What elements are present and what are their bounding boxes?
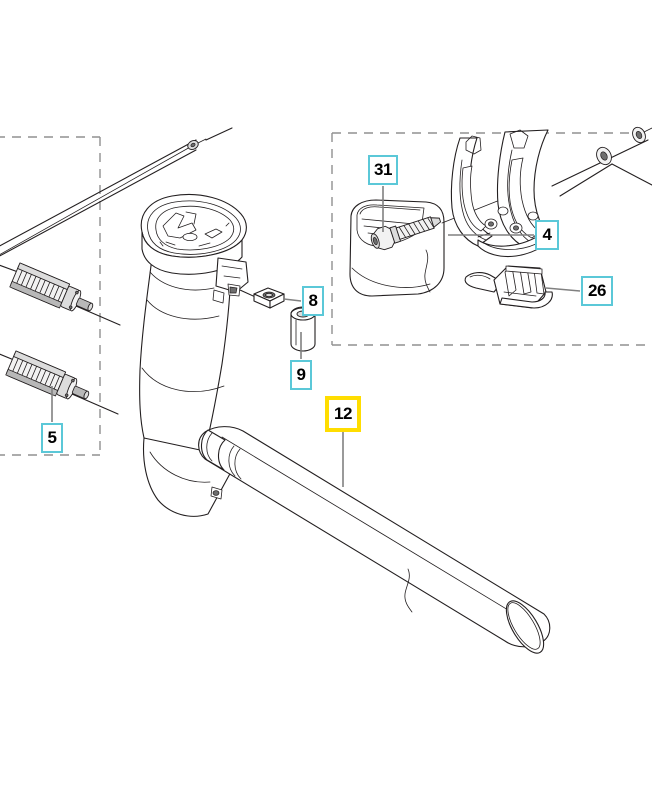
leader-26: [545, 287, 581, 292]
callout-12-inner: 12: [329, 400, 357, 428]
washer-2: [632, 126, 646, 144]
tube-collar-bolt: [210, 486, 223, 500]
callout-31-number: 31: [374, 160, 392, 179]
callout-4-number: 4: [542, 225, 552, 244]
callout-26[interactable]: 26: [581, 276, 613, 306]
cable-washers-top-right: [551, 126, 652, 197]
cable-clip: [464, 265, 553, 309]
callout-8[interactable]: 8: [302, 286, 324, 316]
square-nut-plate: [253, 287, 285, 309]
cable-ferrule-upper: [187, 138, 207, 150]
callout-5-number: 5: [47, 428, 57, 447]
screw: [370, 199, 501, 251]
control-pad-housing: [140, 193, 247, 275]
trigger-block: [212, 257, 263, 304]
callout-31[interactable]: 31: [368, 155, 398, 185]
callout-4[interactable]: 4: [535, 220, 559, 250]
leader-lines: [51, 186, 581, 487]
callout-26-number: 26: [588, 281, 606, 300]
callout-5[interactable]: 5: [41, 423, 63, 453]
dashed-region-left: [0, 136, 101, 456]
callout-12-number: 12: [334, 404, 352, 423]
cable-bellows-upper: [0, 262, 121, 326]
washer-1: [596, 146, 612, 166]
handle-cover: [349, 199, 445, 297]
callout-9[interactable]: 9: [290, 360, 312, 390]
callout-12[interactable]: 12: [325, 396, 361, 432]
leader-8: [283, 298, 302, 302]
cable-bellows-lower: [0, 350, 119, 415]
callout-8-number: 8: [308, 291, 318, 310]
blower-tube: [198, 426, 551, 654]
throttle-cables: [0, 127, 233, 257]
dashed-region-right: [331, 132, 652, 346]
callout-9-number: 9: [296, 365, 306, 384]
